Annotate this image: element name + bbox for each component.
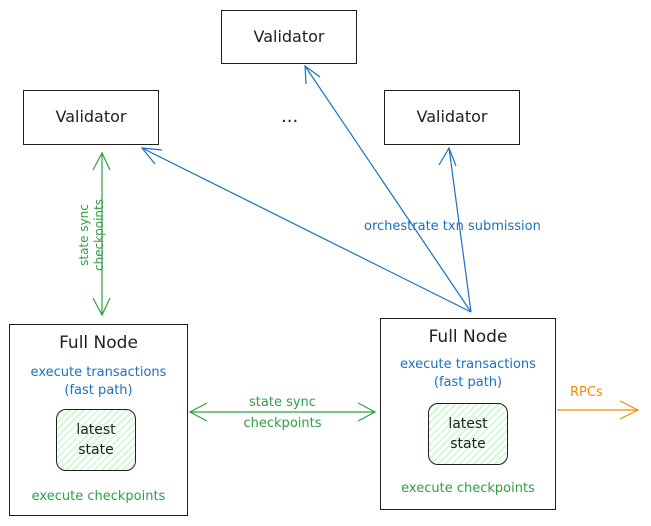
validator-box-right: Validator: [384, 90, 520, 145]
latest-state-box: latest state: [428, 403, 508, 465]
exec-checkpoints: execute checkpoints: [401, 481, 535, 496]
arrow-to-top-validator: [304, 65, 472, 313]
state-sync-vertical-label: state sync checkpoints: [77, 175, 107, 295]
full-node-title: Full Node: [59, 333, 138, 353]
orange-rpc-arrow: [557, 400, 640, 420]
exec-tx-line1: execute transactions: [30, 365, 167, 380]
validator-box-top: Validator: [221, 10, 357, 64]
arrowhead-top-validator: [304, 64, 321, 85]
validator-label: Validator: [55, 107, 127, 126]
validator-ellipsis: ...: [281, 106, 299, 127]
full-node-left: Full Node execute transactions (fast pat…: [9, 324, 188, 516]
blue-arrows: [140, 64, 472, 313]
latest-state-line1: latest: [448, 416, 488, 432]
latest-state-box: latest state: [56, 409, 136, 471]
exec-tx-line2: (fast path): [433, 375, 503, 390]
green-vertical-arrow: [92, 151, 111, 317]
validator-box-left: Validator: [23, 90, 159, 145]
state-sync-text: state sync: [77, 204, 91, 266]
exec-tx-line2: (fast path): [64, 383, 133, 398]
latest-state-line2: state: [450, 436, 486, 452]
exec-tx-line1: execute transactions: [400, 357, 536, 372]
validator-label: Validator: [416, 107, 488, 126]
exec-checkpoints: execute checkpoints: [31, 489, 166, 504]
arrowhead-left-validator: [140, 147, 163, 165]
arrow-to-right-validator: [448, 147, 472, 313]
full-node-right: Full Node execute transactions (fast pat…: [380, 318, 556, 510]
full-node-title: Full Node: [428, 327, 508, 347]
latest-state-line1: latest: [76, 422, 116, 438]
rpcs-label: RPCs: [570, 385, 603, 400]
green-horizontal-arrow: [188, 402, 377, 422]
state-sync-horizontal-line1: state sync: [249, 395, 316, 410]
validator-label: Validator: [253, 27, 325, 46]
arrow-to-left-validator: [141, 147, 472, 313]
state-sync-horizontal-line2: checkpoints: [243, 416, 322, 431]
checkpoints-text: checkpoints: [92, 199, 106, 271]
arrowhead-right-validator: [438, 146, 457, 167]
orchestrate-label: orchestrate txn submission: [364, 219, 541, 234]
latest-state-line2: state: [78, 442, 114, 458]
